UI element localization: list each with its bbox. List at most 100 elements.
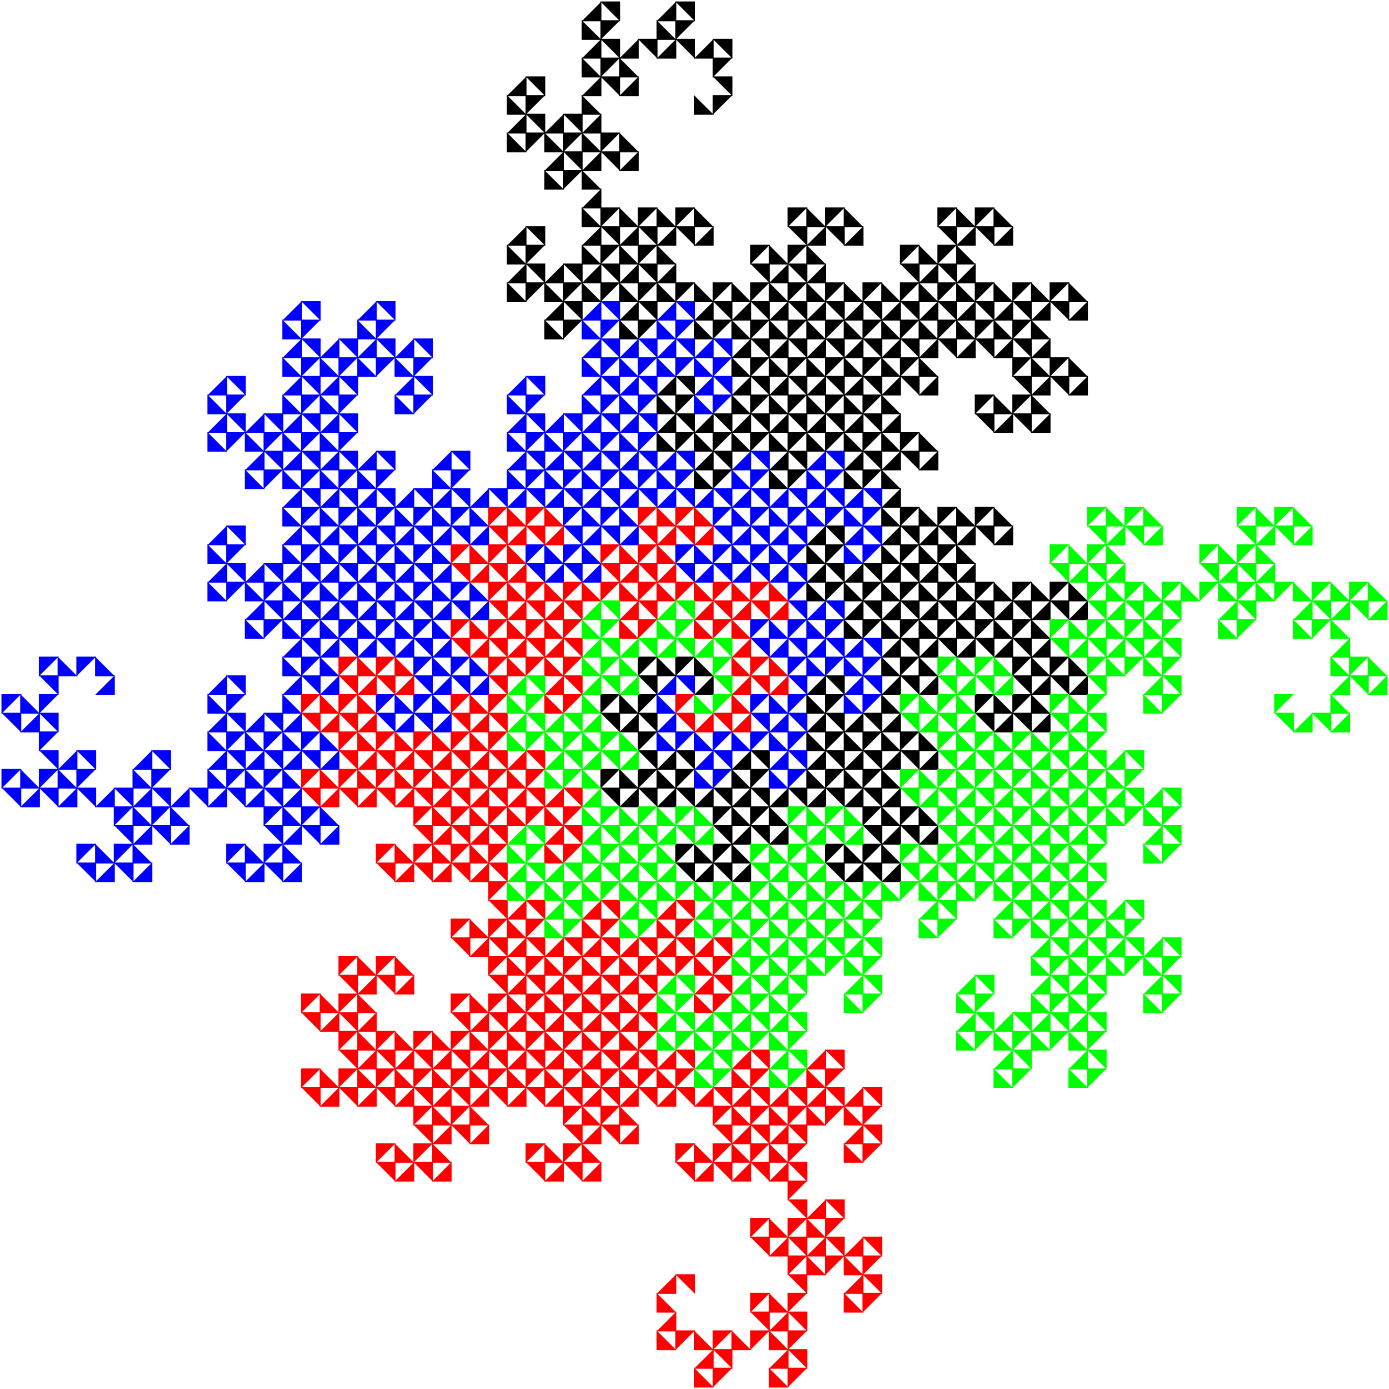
dragon-tile [338, 544, 358, 564]
dragon-tile [1143, 694, 1163, 714]
dragon-tile [993, 694, 1013, 714]
dragon-tile [432, 1031, 452, 1051]
dragon-tile [338, 619, 358, 639]
dragon-tile [507, 657, 527, 676]
dragon-tile [301, 769, 321, 789]
dragon-tile [376, 1068, 396, 1088]
dragon-tile [937, 301, 957, 321]
dragon-tile [956, 226, 976, 246]
dragon-tile [657, 264, 676, 283]
dragon-tile [582, 975, 601, 994]
dragon-tile [413, 1087, 433, 1107]
dragon-tile [750, 1237, 770, 1256]
dragon-tile [993, 1012, 1013, 1032]
dragon-tile [507, 245, 527, 265]
dragon-tile [788, 264, 807, 283]
dragon-tile [264, 563, 283, 583]
dragon-tile [675, 1, 695, 21]
dragon-tile [526, 825, 545, 845]
dragon-tile [432, 694, 452, 714]
dragon-tile [881, 713, 901, 732]
dragon-tile [376, 526, 396, 545]
dragon-tile [1143, 638, 1163, 658]
dragon-tile [1031, 282, 1051, 302]
dragon-tile [1087, 919, 1107, 938]
dragon-tile [694, 675, 714, 695]
dragon-tile [544, 881, 564, 901]
dragon-tile [657, 245, 676, 265]
dragon-tile [582, 20, 601, 40]
dragon-tile [619, 956, 639, 976]
dragon-tile [825, 881, 845, 901]
dragon-tile [507, 488, 527, 508]
dragon-tile [1050, 956, 1069, 976]
dragon-tile [919, 862, 938, 882]
dragon-tile [731, 862, 751, 882]
dragon-tile [469, 526, 489, 545]
dragon-tile [582, 806, 601, 826]
dragon-tile [451, 582, 470, 601]
dragon-tile [451, 750, 470, 770]
dragon-tile [862, 469, 882, 489]
dragon-tile [301, 544, 321, 564]
dragon-tile [1274, 694, 1294, 714]
dragon-tile [657, 1050, 676, 1069]
dragon-tile [993, 320, 1013, 339]
dragon-tile [600, 301, 620, 321]
dragon-tile [338, 1068, 358, 1088]
dragon-tile [806, 563, 826, 583]
dragon-tile [338, 769, 358, 789]
dragon-tile [245, 619, 265, 639]
dragon-tile [320, 413, 339, 433]
dragon-tile [713, 39, 732, 59]
dragon-tile [1031, 900, 1051, 920]
dragon-tile [731, 376, 751, 396]
dragon-tile [488, 975, 508, 994]
dragon-tile [788, 713, 807, 732]
dragon-tile [731, 731, 751, 751]
dragon-tile [544, 619, 564, 639]
dragon-tile [788, 432, 807, 452]
dragon-tile [638, 881, 658, 901]
dragon-tile [788, 1087, 807, 1107]
dragon-tile [133, 862, 152, 882]
dragon-tile [956, 825, 976, 845]
dragon-tile [1050, 844, 1069, 863]
dragon-tile [862, 1293, 882, 1313]
dragon-tile [469, 862, 489, 882]
dragon-tile [582, 1106, 601, 1125]
dragon-tile [1031, 956, 1051, 976]
dragon-tile [526, 975, 545, 994]
dragon-tile [638, 638, 658, 658]
dragon-tile [526, 731, 545, 751]
dragon-tile [507, 600, 527, 620]
dragon-tile [638, 469, 658, 489]
dragon-tile [881, 825, 901, 845]
dragon-tile [600, 226, 620, 246]
dragon-tile [657, 451, 676, 470]
dragon-tile [600, 151, 620, 171]
dragon-tile [657, 488, 676, 508]
dragon-tile [1124, 638, 1144, 658]
dragon-tile [750, 582, 770, 601]
dragon-tile [975, 526, 994, 545]
dragon-tile [1218, 619, 1238, 639]
dragon-tile [975, 301, 994, 321]
dragon-tile [919, 806, 938, 826]
dragon-tile [1012, 301, 1032, 321]
dragon-tile [133, 844, 152, 863]
dragon-tile [544, 600, 564, 620]
dragon-tile [713, 451, 732, 470]
dragon-tile [357, 1087, 377, 1107]
dragon-tile [844, 488, 863, 508]
dragon-tile [413, 731, 433, 751]
dragon-curve-path [300, 506, 883, 1388]
dragon-tile [825, 301, 845, 321]
dragon-tile [544, 975, 564, 994]
dragon-tile [395, 788, 414, 807]
dragon-tile [638, 844, 658, 863]
dragon-tile [937, 694, 957, 714]
dragon-tile [675, 1274, 695, 1294]
dragon-tile [862, 1143, 882, 1163]
dragon-tile [376, 338, 396, 358]
